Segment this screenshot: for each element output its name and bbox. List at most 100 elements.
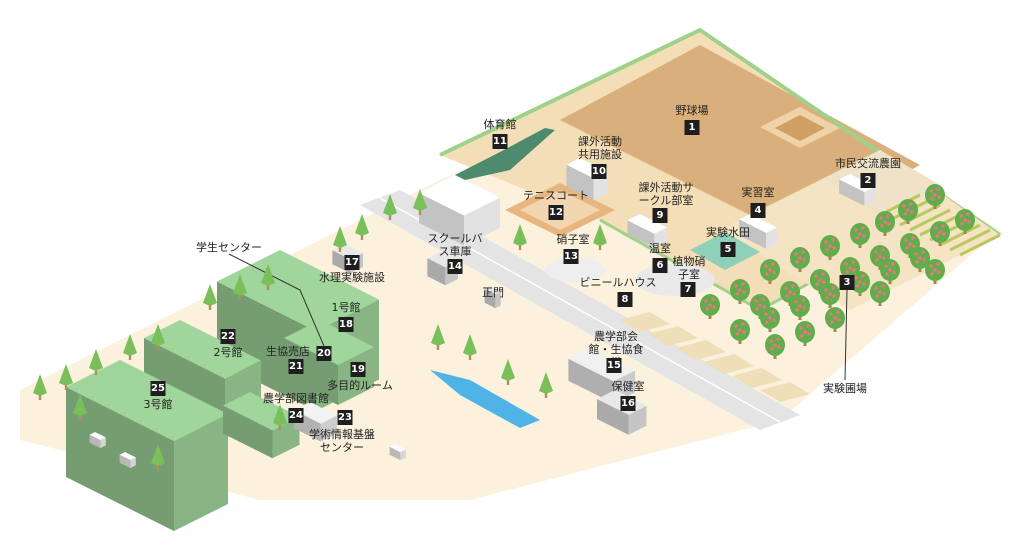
tree-trunk: [436, 344, 440, 350]
orchard-tree-fruit: [922, 258, 926, 262]
orchard-tree-fruit: [801, 298, 805, 302]
tree-crown: [383, 194, 397, 216]
marker-20[interactable]: 20: [316, 346, 332, 361]
orchard-tree-fruit: [836, 310, 840, 314]
orchard-tree-fruit: [704, 299, 708, 303]
library-left: [223, 405, 273, 459]
health-room-right: [628, 405, 647, 435]
orchard-tree-fruit: [881, 284, 885, 288]
orchard-tree-fruit: [937, 195, 941, 199]
marker-23[interactable]: 23: [337, 410, 353, 425]
orchard-tree-fruit: [803, 330, 807, 334]
tree-trunk: [506, 379, 510, 385]
orchard-tree-fruit: [914, 252, 918, 256]
marker-13[interactable]: 13: [563, 249, 579, 264]
tree-crown: [59, 364, 73, 386]
orchard-tree-fruit: [882, 292, 886, 296]
marker-21[interactable]: 21: [288, 359, 304, 374]
orchard-tree-fruit: [887, 222, 891, 226]
crop-plot: [676, 340, 726, 360]
marker-16[interactable]: 16: [620, 396, 636, 411]
marker-15[interactable]: 15: [606, 358, 622, 373]
leader-student-center: [228, 253, 325, 347]
label-multipurpose-room: 多目的ルーム: [327, 379, 393, 392]
orchard-tree-fruit: [734, 324, 738, 328]
orchard-tree-fruit: [854, 276, 858, 280]
orchard-tree-fruit: [799, 326, 803, 330]
marker-12[interactable]: 12: [548, 205, 564, 220]
orchard-tree-fruit: [942, 232, 946, 236]
orchard-tree-fruit: [800, 334, 804, 338]
marker-24[interactable]: 24: [288, 408, 304, 423]
orchard-tree-fruit: [741, 322, 745, 326]
orchard-tree-fruit: [854, 228, 858, 232]
marker-14[interactable]: 14: [447, 259, 463, 274]
orchard-tree-fruit: [858, 232, 862, 236]
orchard-tree-fruit: [906, 208, 910, 212]
orchard-tree-fruit: [910, 210, 914, 214]
label-coop-store: 生協売店: [266, 345, 310, 358]
orchard-tree-fruit: [741, 282, 745, 286]
tree-crown: [513, 224, 527, 246]
orchard-tree-fruit: [768, 268, 772, 272]
water-channel: [430, 370, 540, 428]
orchard-tree-fruit: [941, 224, 945, 228]
marker-7[interactable]: 7: [680, 282, 696, 297]
tree-trunk: [338, 246, 342, 252]
marker-1[interactable]: 1: [684, 120, 700, 135]
orchard-tree-fruit: [768, 316, 772, 320]
marker-8[interactable]: 8: [617, 292, 633, 307]
tree-trunk: [360, 234, 364, 240]
orchard-tree-fruit: [921, 250, 925, 254]
tree-crown: [203, 284, 217, 306]
orchard-tree-fruit: [844, 262, 848, 266]
training-room-top: [739, 214, 777, 233]
marker-10[interactable]: 10: [591, 164, 607, 179]
orchard-tree-fruit: [773, 343, 777, 347]
small-structure-left: [389, 446, 401, 461]
marker-4[interactable]: 4: [750, 203, 766, 218]
tree-crown: [355, 214, 369, 236]
marker-11[interactable]: 11: [492, 134, 508, 149]
label-building-1: 1号館: [331, 301, 361, 314]
orchard-tree-fruit: [884, 264, 888, 268]
orchard-tree-fruit: [936, 262, 940, 266]
marker-17[interactable]: 17: [344, 255, 360, 270]
orchard-tree-fruit: [851, 260, 855, 264]
marker-9[interactable]: 9: [652, 208, 668, 223]
marker-3[interactable]: 3: [839, 275, 855, 290]
marker-19[interactable]: 19: [350, 362, 366, 377]
label-building-3: 3号館: [143, 398, 173, 411]
orchard-tree-fruit: [784, 286, 788, 290]
tree-crown: [73, 394, 87, 416]
marker-25[interactable]: 25: [150, 381, 166, 396]
main-gate-left: [484, 288, 496, 309]
tree-trunk: [238, 294, 242, 300]
marker-2[interactable]: 2: [860, 173, 876, 188]
label-info-center: 学術情報基盤センター: [309, 428, 375, 454]
orchard-tree-fruit: [915, 260, 919, 264]
main-gate-top: [484, 286, 501, 295]
orchard-tree-fruit: [815, 282, 819, 286]
orchard-tree-fruit: [892, 270, 896, 274]
crop-row: [959, 233, 1001, 257]
orchard-tree-fruit: [963, 218, 967, 222]
diamond: [775, 115, 825, 141]
orchard-tree-fruit: [933, 268, 937, 272]
label-health-room: 保健室: [611, 380, 645, 393]
marker-18[interactable]: 18: [338, 317, 354, 332]
marker-6[interactable]: 6: [652, 258, 668, 273]
marker-22[interactable]: 22: [220, 329, 236, 344]
orchard-tree-fruit: [711, 297, 715, 301]
orchard-tree-fruit: [875, 258, 879, 262]
orchard-tree-fruit: [822, 280, 826, 284]
community-barn-right: [864, 186, 876, 206]
orchard-tree-fruit: [825, 296, 829, 300]
small-structure-top: [119, 452, 136, 461]
marker-5[interactable]: 5: [720, 242, 736, 257]
orchard-tree-fruit: [755, 307, 759, 311]
label-plant-glasshouse: 植物硝子室: [672, 255, 706, 281]
orchard-tree-fruit: [712, 305, 716, 309]
orchard-tree-fruit: [735, 292, 739, 296]
label-training-room: 実習室: [741, 186, 775, 199]
